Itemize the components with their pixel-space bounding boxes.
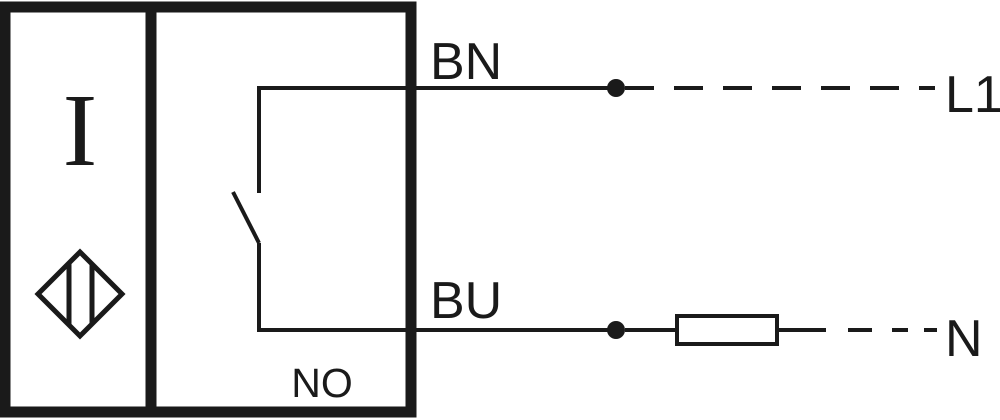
terminal-label-top: L1 (945, 66, 1000, 124)
wire-color-code-bottom: BU (430, 272, 502, 330)
wire-blue (411, 314, 937, 346)
sensor-housing (0, 1, 417, 418)
sensor-type-label: I (63, 73, 98, 188)
connection-dot-bottom (607, 321, 625, 339)
inductive-sensor-icon (34, 248, 126, 340)
wire-brown (411, 79, 935, 97)
load-resistor-icon (675, 314, 779, 346)
connection-dot-top (607, 79, 625, 97)
wire-color-code-top: BN (430, 33, 502, 91)
terminal-label-bottom: N (945, 310, 983, 368)
output-type-label: NO (291, 360, 353, 406)
normally-open-switch-icon (231, 86, 411, 332)
